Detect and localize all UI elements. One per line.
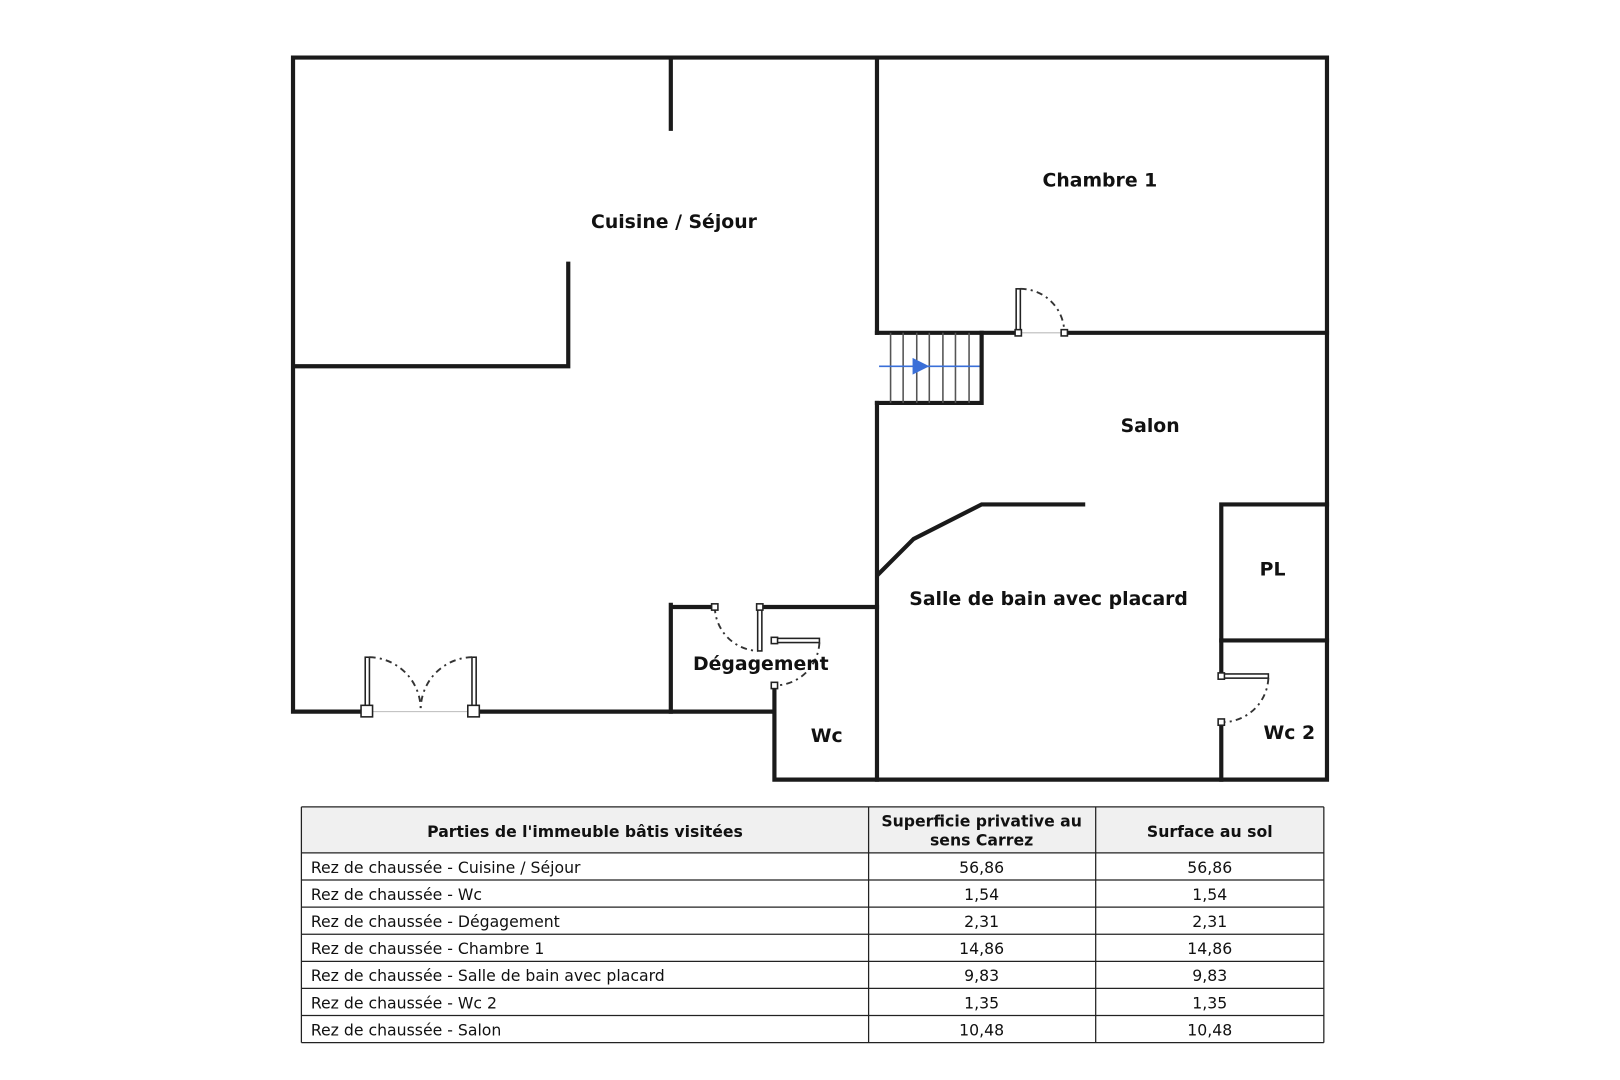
table-row: Rez de chaussée - Salon 10,48 10,48	[311, 1020, 1232, 1039]
row-carrez: 1,54	[964, 885, 999, 904]
row-surface-sol: 10,48	[1187, 1020, 1232, 1039]
header-parties: Parties de l'immeuble bâtis visitées	[427, 822, 743, 841]
header-carrez-line2: sens Carrez	[930, 831, 1033, 850]
row-carrez: 9,83	[964, 966, 999, 985]
row-part: Rez de chaussée - Wc 2	[311, 993, 497, 1012]
header-surface-sol: Surface au sol	[1147, 822, 1273, 841]
table-grid	[300, 806, 1325, 1044]
front-double-door[interactable]	[360, 656, 481, 718]
door-chambre1[interactable]	[1014, 287, 1069, 337]
row-surface-sol: 56,86	[1187, 858, 1232, 877]
room-label-degagement: Dégagement	[693, 654, 829, 675]
room-label-salon: Salon	[1121, 416, 1180, 437]
row-surface-sol: 1,35	[1192, 993, 1227, 1012]
surface-table: Parties de l'immeuble bâtis visitées Sup…	[300, 806, 1325, 1044]
row-part: Rez de chaussée - Salle de bain avec pla…	[311, 966, 665, 985]
floor-plan: Cuisine / Séjour Chambre 1 Salon PL Sall…	[290, 55, 1330, 782]
row-part: Rez de chaussée - Salon	[311, 1020, 502, 1039]
door-wc2[interactable]	[1217, 672, 1270, 727]
room-label-salle-de-bain: Salle de bain avec placard	[909, 589, 1188, 610]
room-label-pl: PL	[1260, 560, 1286, 581]
room-label-chambre1: Chambre 1	[1043, 170, 1158, 191]
row-surface-sol: 9,83	[1192, 966, 1227, 985]
table-row: Rez de chaussée - Wc 1,54 1,54	[311, 885, 1227, 904]
table-row: Rez de chaussée - Chambre 1 14,86 14,86	[311, 939, 1232, 958]
row-carrez: 1,35	[964, 993, 999, 1012]
door-degagement[interactable]	[710, 603, 764, 652]
room-label-wc: Wc	[811, 726, 843, 747]
row-part: Rez de chaussée - Cuisine / Séjour	[311, 858, 581, 877]
row-carrez: 56,86	[959, 858, 1004, 877]
row-part: Rez de chaussée - Chambre 1	[311, 939, 545, 958]
staircase	[879, 332, 980, 403]
table-row: Rez de chaussée - Cuisine / Séjour 56,86 5…	[311, 858, 1232, 877]
table-row: Rez de chaussée - Dégagement 2,31 2,31	[311, 912, 1227, 931]
room-label-cuisine-sejour: Cuisine / Séjour	[591, 212, 758, 233]
row-surface-sol: 1,54	[1192, 885, 1227, 904]
room-label-wc2: Wc 2	[1264, 723, 1316, 744]
table-row: Rez de chaussée - Wc 2 1,35 1,35	[311, 993, 1227, 1012]
row-surface-sol: 14,86	[1187, 939, 1232, 958]
row-carrez: 14,86	[959, 939, 1004, 958]
stair-arrow-icon	[912, 357, 930, 375]
row-surface-sol: 2,31	[1192, 912, 1227, 931]
row-carrez: 10,48	[959, 1020, 1004, 1039]
door-wc[interactable]	[770, 636, 821, 690]
row-carrez: 2,31	[964, 912, 999, 931]
walls	[290, 55, 1330, 782]
row-part: Rez de chaussée - Wc	[311, 885, 482, 904]
header-carrez-line1: Superficie privative au	[881, 812, 1082, 831]
table-header-bg	[301, 806, 1324, 853]
table-row: Rez de chaussée - Salle de bain avec pla…	[311, 966, 1227, 985]
row-part: Rez de chaussée - Dégagement	[311, 912, 560, 931]
